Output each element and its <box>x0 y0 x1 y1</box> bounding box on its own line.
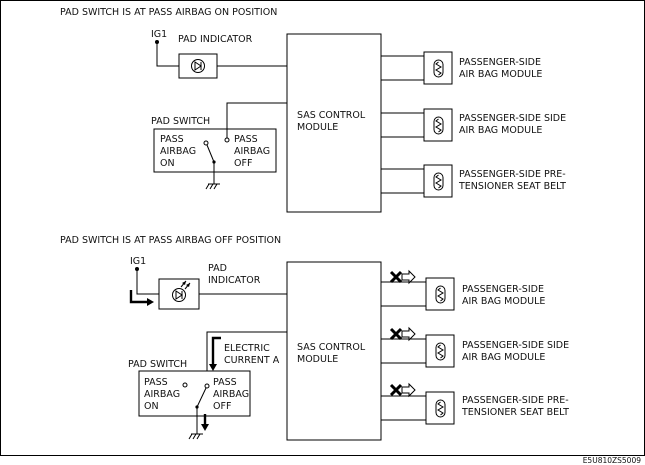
squib-icon <box>435 342 446 361</box>
pad-switch-label: PAD SWITCH <box>128 359 187 370</box>
sas-module-label-2: MODULE <box>297 122 338 133</box>
switch-off-text-2: AIRBAG <box>234 146 270 157</box>
ground-icon <box>188 433 203 440</box>
squib-icon <box>435 399 446 418</box>
switch-contact-off-position <box>182 382 210 409</box>
module-label: PASSENGER-SIDE SIDE <box>459 113 566 124</box>
squib-icon <box>433 59 444 78</box>
squib-icon <box>435 285 446 304</box>
module-label: PASSENGER-SIDE SIDE <box>462 340 569 351</box>
ig1-label: IG1 <box>130 256 146 267</box>
sas-control-module <box>286 33 382 213</box>
pad-switch-box <box>138 370 251 417</box>
output-pretensioner-seat-belt: PASSENGER-SIDE PRE- TENSIONER SEAT BELT <box>381 382 569 425</box>
pad-switch-box <box>153 128 277 173</box>
switch-to-module-wire <box>226 102 287 138</box>
light-emission-icon <box>180 280 191 290</box>
switch-off-text-3: OFF <box>213 401 231 412</box>
output-pretensioner-seat-belt: PASSENGER-SIDE PRE- TENSIONER SEAT BELT <box>381 164 566 198</box>
switch-off-text-2: AIRBAG <box>213 389 249 400</box>
switch-on-text-3: ON <box>160 158 175 169</box>
output-side-airbag-module: PASSENGER-SIDE SIDE AIR BAG MODULE <box>381 108 566 142</box>
ig1-label: IG1 <box>151 29 167 40</box>
pad-indicator-box <box>178 53 218 79</box>
sas-module-label-1: SAS CONTROL <box>297 110 366 121</box>
module-label: PASSENGER-SIDE PRE- <box>459 169 566 180</box>
ground-current-arrow-icon <box>201 414 209 431</box>
ig1-wire <box>156 42 179 67</box>
switch-on-text-1: PASS <box>160 134 184 145</box>
module-label: AIR BAG MODULE <box>462 296 545 307</box>
switch-off-text-3: OFF <box>234 158 252 169</box>
section-airbag-off: PAD SWITCH IS AT PASS AIRBAG OFF POSITIO… <box>60 235 569 441</box>
module-label: PASSENGER-SIDE <box>462 284 544 295</box>
module-label: AIR BAG MODULE <box>459 69 542 80</box>
switch-off-text-1: PASS <box>213 377 237 388</box>
module-label: PASSENGER-SIDE PRE- <box>462 395 569 406</box>
current-label-2: CURRENT A <box>224 355 280 366</box>
module-label: TENSIONER SEAT BELT <box>458 181 566 192</box>
pad-indicator-label-2: INDICATOR <box>208 275 261 286</box>
module-label: PASSENGER-SIDE <box>459 57 541 68</box>
module-label: AIR BAG MODULE <box>462 352 545 363</box>
section-heading: PAD SWITCH IS AT PASS AIRBAG ON POSITION <box>60 7 277 18</box>
pad-indicator-label-1: PAD <box>208 263 227 274</box>
section-airbag-on: PAD SWITCH IS AT PASS AIRBAG ON POSITION… <box>60 7 566 213</box>
switch-on-text-2: AIRBAG <box>144 389 180 400</box>
squib-icon <box>433 172 444 191</box>
blocked-signal-icon <box>389 326 416 342</box>
current-flow-arrow-icon <box>129 290 154 306</box>
sas-module-label-1: SAS CONTROL <box>297 342 366 353</box>
ground-icon <box>205 183 220 190</box>
indicator-lamp-icon <box>172 288 186 302</box>
output-side-airbag-module: PASSENGER-SIDE SIDE AIR BAG MODULE <box>381 326 569 368</box>
switch-on-text-3: ON <box>144 401 159 412</box>
pad-switch-label: PAD SWITCH <box>151 116 210 127</box>
switch-off-text-1: PASS <box>234 134 258 145</box>
output-airbag-module: PASSENGER-SIDE AIR BAG MODULE <box>381 269 545 311</box>
squib-icon <box>433 116 444 135</box>
switch-on-text-2: AIRBAG <box>160 146 196 157</box>
switch-to-module-wire <box>206 331 287 389</box>
sas-control-module <box>286 261 382 441</box>
current-label-1: ELECTRIC <box>224 343 270 354</box>
ig1-wire <box>136 269 159 295</box>
pad-indicator-box <box>158 278 200 310</box>
indicator-lamp-icon <box>191 59 205 73</box>
output-airbag-module: PASSENGER-SIDE AIR BAG MODULE <box>381 51 542 85</box>
blocked-signal-icon <box>389 382 416 398</box>
sas-module-label-2: MODULE <box>297 354 338 365</box>
module-label: AIR BAG MODULE <box>459 125 542 136</box>
diagram-code: E5U810ZS5009 <box>583 456 642 465</box>
pad-indicator-label-1: PAD INDICATOR <box>178 34 253 45</box>
section-heading: PAD SWITCH IS AT PASS AIRBAG OFF POSITIO… <box>60 235 281 246</box>
current-a-arrow-icon <box>209 336 221 371</box>
switch-on-text-1: PASS <box>144 377 168 388</box>
module-label: TENSIONER SEAT BELT <box>461 407 569 418</box>
blocked-signal-icon <box>389 269 416 285</box>
